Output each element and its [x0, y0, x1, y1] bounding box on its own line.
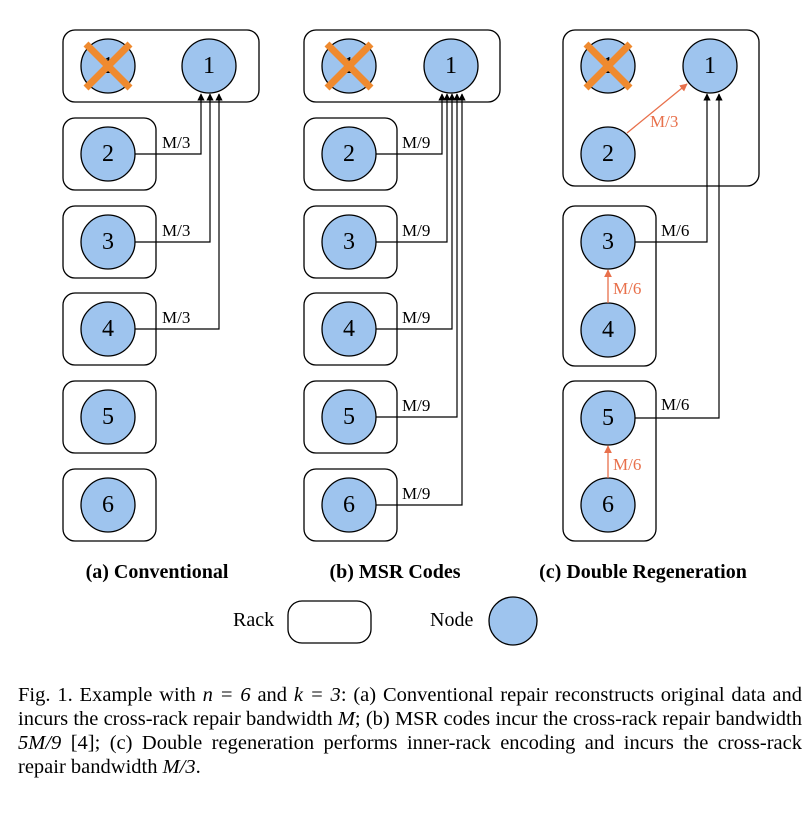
new-node-a-label: 1: [203, 53, 215, 79]
legend-node-label: Node: [430, 609, 473, 631]
node-c-2: [580, 126, 636, 182]
new-node-a: [181, 38, 237, 94]
node-b-3-label: 3: [343, 229, 355, 255]
cross-edge-label-c-5: M/6: [661, 395, 689, 414]
new-node-c-label: 1: [704, 53, 716, 79]
inner-edge-c-2-1: [626, 83, 688, 134]
node-b-6-label: 6: [343, 492, 355, 518]
cross-edge-c-3: [635, 93, 711, 243]
legend-rack-swatch: [287, 600, 372, 644]
legend-node-swatch: [488, 596, 538, 646]
caption-part2: ; (b) MSR codes incur the cross-rack rep…: [354, 708, 802, 730]
panel-a-caption: (a) Conventional: [86, 561, 229, 583]
caption-k: k = 3: [293, 684, 341, 706]
caption-m2: 5M/9: [18, 732, 62, 754]
edge-b-2: [376, 93, 446, 155]
edge-b-6: [376, 93, 466, 506]
edge-a-2: [135, 93, 205, 155]
edge-b-5: [376, 93, 461, 418]
edge-label-a-3: M/3: [162, 221, 190, 240]
failure-cross-icon: [324, 41, 374, 91]
caption-part4: .: [195, 756, 201, 778]
legend-rack-label: Rack: [233, 609, 274, 631]
node-c-4-label: 4: [602, 317, 614, 343]
caption-and: and: [250, 684, 294, 706]
failure-cross-icon: [83, 41, 133, 91]
panel-c-caption: (c) Double Regeneration: [539, 561, 747, 583]
legend: Rack Node: [233, 596, 538, 646]
node-c-3-label: 3: [602, 229, 614, 255]
new-node-b: [423, 38, 479, 94]
edge-label-b-5: M/9: [402, 396, 430, 415]
node-b-5-label: 5: [343, 404, 355, 430]
figure-caption: Fig. 1. Example with n = 6 and k = 3: (a…: [18, 683, 802, 779]
node-c-5-label: 5: [602, 405, 614, 431]
node-a-5-label: 5: [102, 404, 114, 430]
panel-b: 1 1 2 3 4 5 6 M/9 M/9 M/9 M/9 M/9 (b) MS…: [303, 29, 501, 583]
edge-b-3: [376, 93, 451, 243]
node-a-4-label: 4: [102, 316, 114, 342]
edge-b-4: [376, 93, 456, 330]
cross-edge-label-c-3: M/6: [661, 221, 689, 240]
edge-label-a-4: M/3: [162, 308, 190, 327]
inner-edge-label-c-6-5: M/6: [613, 455, 641, 474]
caption-prefix: Fig. 1. Example with: [18, 684, 203, 706]
edge-label-b-4: M/9: [402, 308, 430, 327]
new-node-b-label: 1: [445, 53, 457, 79]
node-b-4-label: 4: [343, 316, 355, 342]
failure-cross-icon: [583, 41, 633, 91]
caption-part3: [4]; (c) Double regeneration performs in…: [18, 732, 802, 778]
edge-label-b-3: M/9: [402, 221, 430, 240]
edge-a-3: [135, 93, 214, 243]
cross-edge-c-5: [635, 93, 723, 419]
node-a-2-label: 2: [102, 141, 114, 167]
node-a-6: [80, 477, 136, 533]
panel-c: 1 1 2 3 4 5 6 M/3 M/6 M/6 M/6 M/6 (c) Do…: [539, 29, 760, 583]
new-node-c: [682, 38, 738, 94]
node-a-3-label: 3: [102, 229, 114, 255]
caption-m3: M/3: [162, 756, 196, 778]
panel-b-caption: (b) MSR Codes: [329, 561, 460, 583]
inner-edge-label-c-2-1: M/3: [650, 112, 678, 131]
node-a-5: [80, 389, 136, 445]
caption-m1: M: [337, 708, 355, 730]
edge-label-a-2: M/3: [162, 133, 190, 152]
node-c-2-label: 2: [602, 141, 614, 167]
node-b-2-label: 2: [343, 141, 355, 167]
edge-label-b-6: M/9: [402, 484, 430, 503]
inner-edge-label-c-4-3: M/6: [613, 279, 641, 298]
edge-a-4: [135, 93, 223, 330]
node-a-6-label: 6: [102, 492, 114, 518]
caption-n: n = 6: [202, 684, 251, 706]
caption-part1: : (a) Conventional repair reconstructs o…: [18, 684, 803, 730]
panel-a: 1 1 2 3 4 5 6 M/3 M/3 M/3 (a) Convention…: [62, 29, 260, 583]
edge-label-b-2: M/9: [402, 133, 430, 152]
node-c-6-label: 6: [602, 492, 614, 518]
